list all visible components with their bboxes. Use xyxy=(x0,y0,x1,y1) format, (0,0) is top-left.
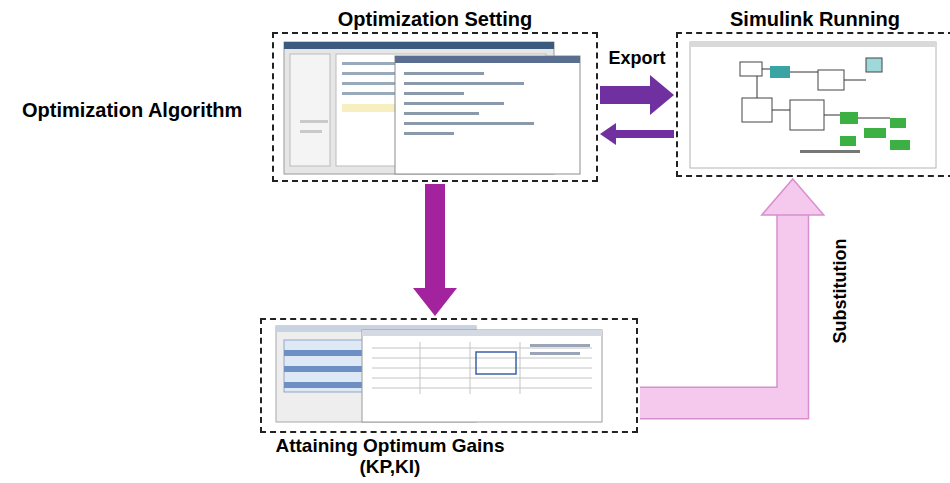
arrow-shaft xyxy=(615,130,674,138)
screen-detail xyxy=(890,118,906,128)
block-arrow xyxy=(600,123,674,145)
screen-detail xyxy=(404,82,524,85)
screen-detail xyxy=(404,92,464,95)
screen-detail xyxy=(395,56,580,174)
screen-detail xyxy=(404,122,534,125)
arrow-head xyxy=(600,123,616,145)
screen-detail xyxy=(372,342,592,394)
dashed-frame xyxy=(272,32,598,182)
screen-detail xyxy=(404,132,454,135)
arrow-head xyxy=(650,75,674,115)
screen-detail xyxy=(395,56,580,63)
block-arrow xyxy=(600,75,674,115)
panel-heading: Optimization Setting xyxy=(272,6,598,32)
screen-detail xyxy=(284,350,370,356)
screen-detail xyxy=(362,330,602,422)
screen-detail xyxy=(530,352,580,355)
screen-detail xyxy=(840,136,856,146)
arrow-head xyxy=(762,179,824,215)
arrow-label: Substitution xyxy=(830,239,852,344)
screen-detail xyxy=(818,70,844,90)
panel-heading: Simulink Running xyxy=(676,6,950,32)
screen-detail xyxy=(690,42,936,168)
screen-detail xyxy=(864,128,886,138)
block-arrow xyxy=(640,179,824,403)
screen-detail xyxy=(362,330,602,336)
screen-detail xyxy=(284,42,554,49)
arrow-shaft xyxy=(640,214,793,403)
arrow-shaft xyxy=(425,184,445,289)
screen-detail xyxy=(790,100,824,130)
screen-detail xyxy=(530,344,590,347)
screen-detail xyxy=(840,112,858,124)
screen-detail xyxy=(742,98,772,122)
dashed-panel: Attaining Optimum Gains (KP,KI) xyxy=(260,318,638,477)
side-label: Optimization Algorithm xyxy=(22,97,242,123)
screen-detail xyxy=(300,130,322,133)
screen-detail xyxy=(404,112,479,115)
block-arrow xyxy=(413,184,457,316)
screen-detail xyxy=(284,382,370,388)
screen-detail xyxy=(690,42,936,47)
screen-detail xyxy=(890,140,910,150)
screen-detail xyxy=(284,366,370,372)
arrow-shaft xyxy=(600,86,651,104)
dashed-frame xyxy=(676,32,950,177)
dashed-frame xyxy=(260,318,638,433)
screen-detail xyxy=(800,150,860,153)
screen-detail xyxy=(740,62,762,76)
screen-detail xyxy=(404,102,504,105)
arrow-head xyxy=(413,288,457,316)
screen-detail xyxy=(284,340,370,392)
arrow-outline xyxy=(640,214,793,403)
screen-detail xyxy=(866,58,882,72)
panel-heading: Attaining Optimum Gains (KP,KI) xyxy=(265,435,515,477)
screen-detail xyxy=(770,66,790,78)
screen-detail xyxy=(404,72,484,75)
screen-detail xyxy=(290,54,330,166)
dashed-panel: Simulink Running xyxy=(676,6,950,177)
dashed-panel: Optimization Setting xyxy=(272,6,598,182)
screen-detail xyxy=(300,120,328,123)
screen-detail xyxy=(476,352,516,374)
arrow-label: Export xyxy=(608,47,665,69)
screen-detail xyxy=(757,69,890,118)
